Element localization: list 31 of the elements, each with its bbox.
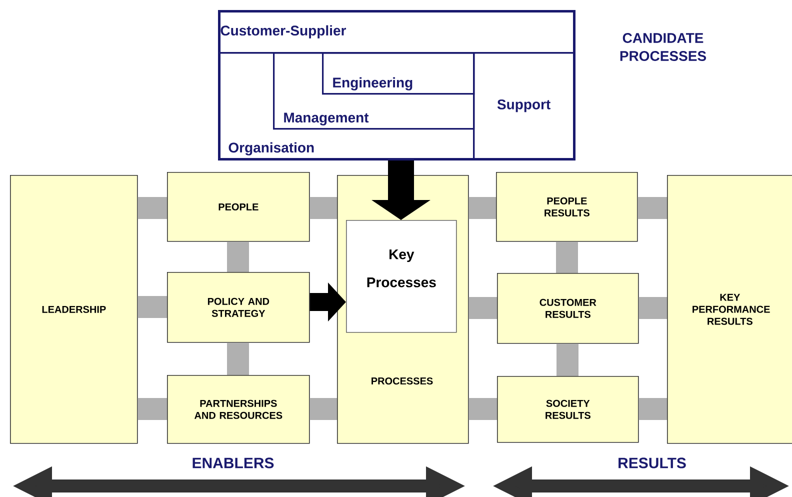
connector-bar [638,197,667,219]
process-band: Customer-Supplier [218,10,575,54]
section-heading: RESULTS [618,458,686,468]
connector-bar [638,398,667,420]
criterion-box: SOCIETY RESULTS [497,376,639,443]
candidate-processes-frame [218,10,576,160]
criterion-box: PEOPLE RESULTS [496,172,638,242]
criterion-box: CUSTOMER RESULTS [497,273,639,344]
connector-bar [468,297,497,319]
connector-bar [138,296,167,318]
section-heading: ENABLERS [192,458,274,468]
connector-bar [138,398,167,420]
connector-bar [227,242,249,272]
connector-bar [556,344,578,376]
criterion-box: PARTNERSHIPS AND RESOURCES [167,375,310,444]
process-area: Engineering [322,52,475,95]
connector-bar [556,242,578,273]
connector-bar [138,197,167,219]
criterion-box: LEADERSHIP [10,175,138,444]
criterion-box: PEOPLE [167,172,310,242]
connector-bar [468,197,496,219]
connector-bar [638,297,667,319]
connector-bar [468,398,497,420]
connector-bar [310,398,337,420]
criterion-box: KEY PERFORMANCE RESULTS [667,175,792,444]
process-area: Support [473,52,575,160]
criterion-box: POLICY AND STRATEGY [167,272,310,343]
section-heading: CANDIDATE PROCESSES [620,33,706,61]
key-processes-box: Key Processes [346,220,457,333]
connector-bar [227,342,249,375]
connector-bar [310,197,337,219]
